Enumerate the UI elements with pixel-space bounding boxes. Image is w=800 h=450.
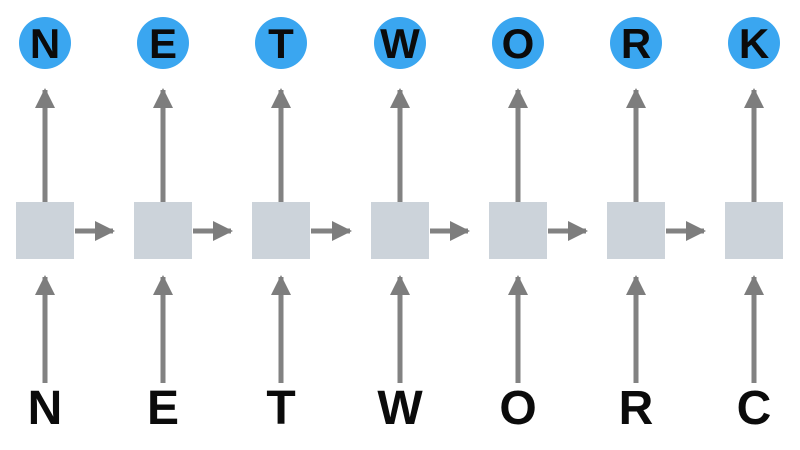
hidden-state-box — [252, 202, 310, 259]
input-letter: T — [266, 382, 295, 435]
output-circle — [728, 17, 780, 69]
column-6: R R — [607, 17, 665, 435]
column-7: K C — [725, 17, 783, 435]
output-letter: N — [30, 20, 60, 67]
output-circle — [492, 17, 544, 69]
output-letter: O — [502, 20, 535, 67]
output-letter: T — [268, 20, 294, 67]
input-letter: N — [28, 382, 63, 435]
hidden-state-box — [371, 202, 429, 259]
input-letter: E — [147, 382, 179, 435]
output-circle — [374, 17, 426, 69]
output-letter: E — [149, 20, 177, 67]
input-letter: R — [619, 382, 654, 435]
output-letter: K — [739, 20, 769, 67]
column-2: E E — [134, 17, 192, 435]
column-1: N N — [16, 17, 74, 435]
hidden-state-box — [16, 202, 74, 259]
output-circle — [19, 17, 71, 69]
input-letter: C — [737, 382, 772, 435]
input-letter: W — [377, 382, 423, 435]
column-4: W W — [371, 17, 429, 435]
output-circle — [610, 17, 662, 69]
hidden-state-box — [489, 202, 547, 259]
column-5: O O — [489, 17, 547, 435]
output-circle — [137, 17, 189, 69]
hidden-state-box — [607, 202, 665, 259]
column-3: T T — [252, 17, 310, 435]
output-letter: W — [380, 20, 420, 67]
output-circle — [255, 17, 307, 69]
output-letter: R — [621, 20, 651, 67]
hidden-state-box — [725, 202, 783, 259]
input-letter: O — [499, 382, 536, 435]
hidden-state-box — [134, 202, 192, 259]
